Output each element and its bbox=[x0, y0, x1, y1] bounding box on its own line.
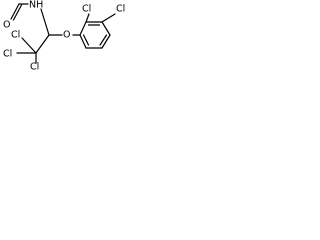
atom-cl-ring-top: Cl bbox=[82, 4, 91, 15]
atom-cl-ring-right: Cl bbox=[116, 4, 125, 15]
bond-ring-cl-right bbox=[101, 13, 116, 23]
atom-cl-ccl3-top: Cl bbox=[11, 30, 20, 41]
atom-amide-nh: NH bbox=[29, 0, 43, 11]
bond-ch-ccl3 bbox=[35, 34, 50, 54]
atom-formyl-oxygen: O bbox=[3, 20, 10, 31]
ring-bond-3 bbox=[101, 21, 111, 36]
atom-ether-oxygen: O bbox=[63, 30, 70, 41]
ring-double-2 bbox=[99, 34, 108, 46]
atom-cl-ccl3-bottom: Cl bbox=[30, 62, 39, 73]
bond-n-ch bbox=[40, 8, 50, 36]
bond-ring-cl-top bbox=[85, 13, 90, 23]
bond-co-double-b bbox=[12, 4, 23, 21]
atom-cl-ccl3-left: Cl bbox=[3, 49, 12, 60]
ring-double-3 bbox=[82, 34, 90, 46]
atom-label-layer: O NH Cl Cl Cl Cl Cl O bbox=[3, 0, 125, 73]
bond-ccl3-cl-top bbox=[21, 37, 37, 54]
ring-bond-1 bbox=[79, 21, 87, 36]
bond-layer bbox=[10, 3, 116, 64]
ring-bond-4 bbox=[101, 34, 111, 49]
bond-co-double-a bbox=[10, 3, 20, 20]
chemical-structure: O NH Cl Cl Cl Cl Cl O bbox=[3, 0, 125, 73]
ring-bond-6 bbox=[79, 34, 87, 49]
